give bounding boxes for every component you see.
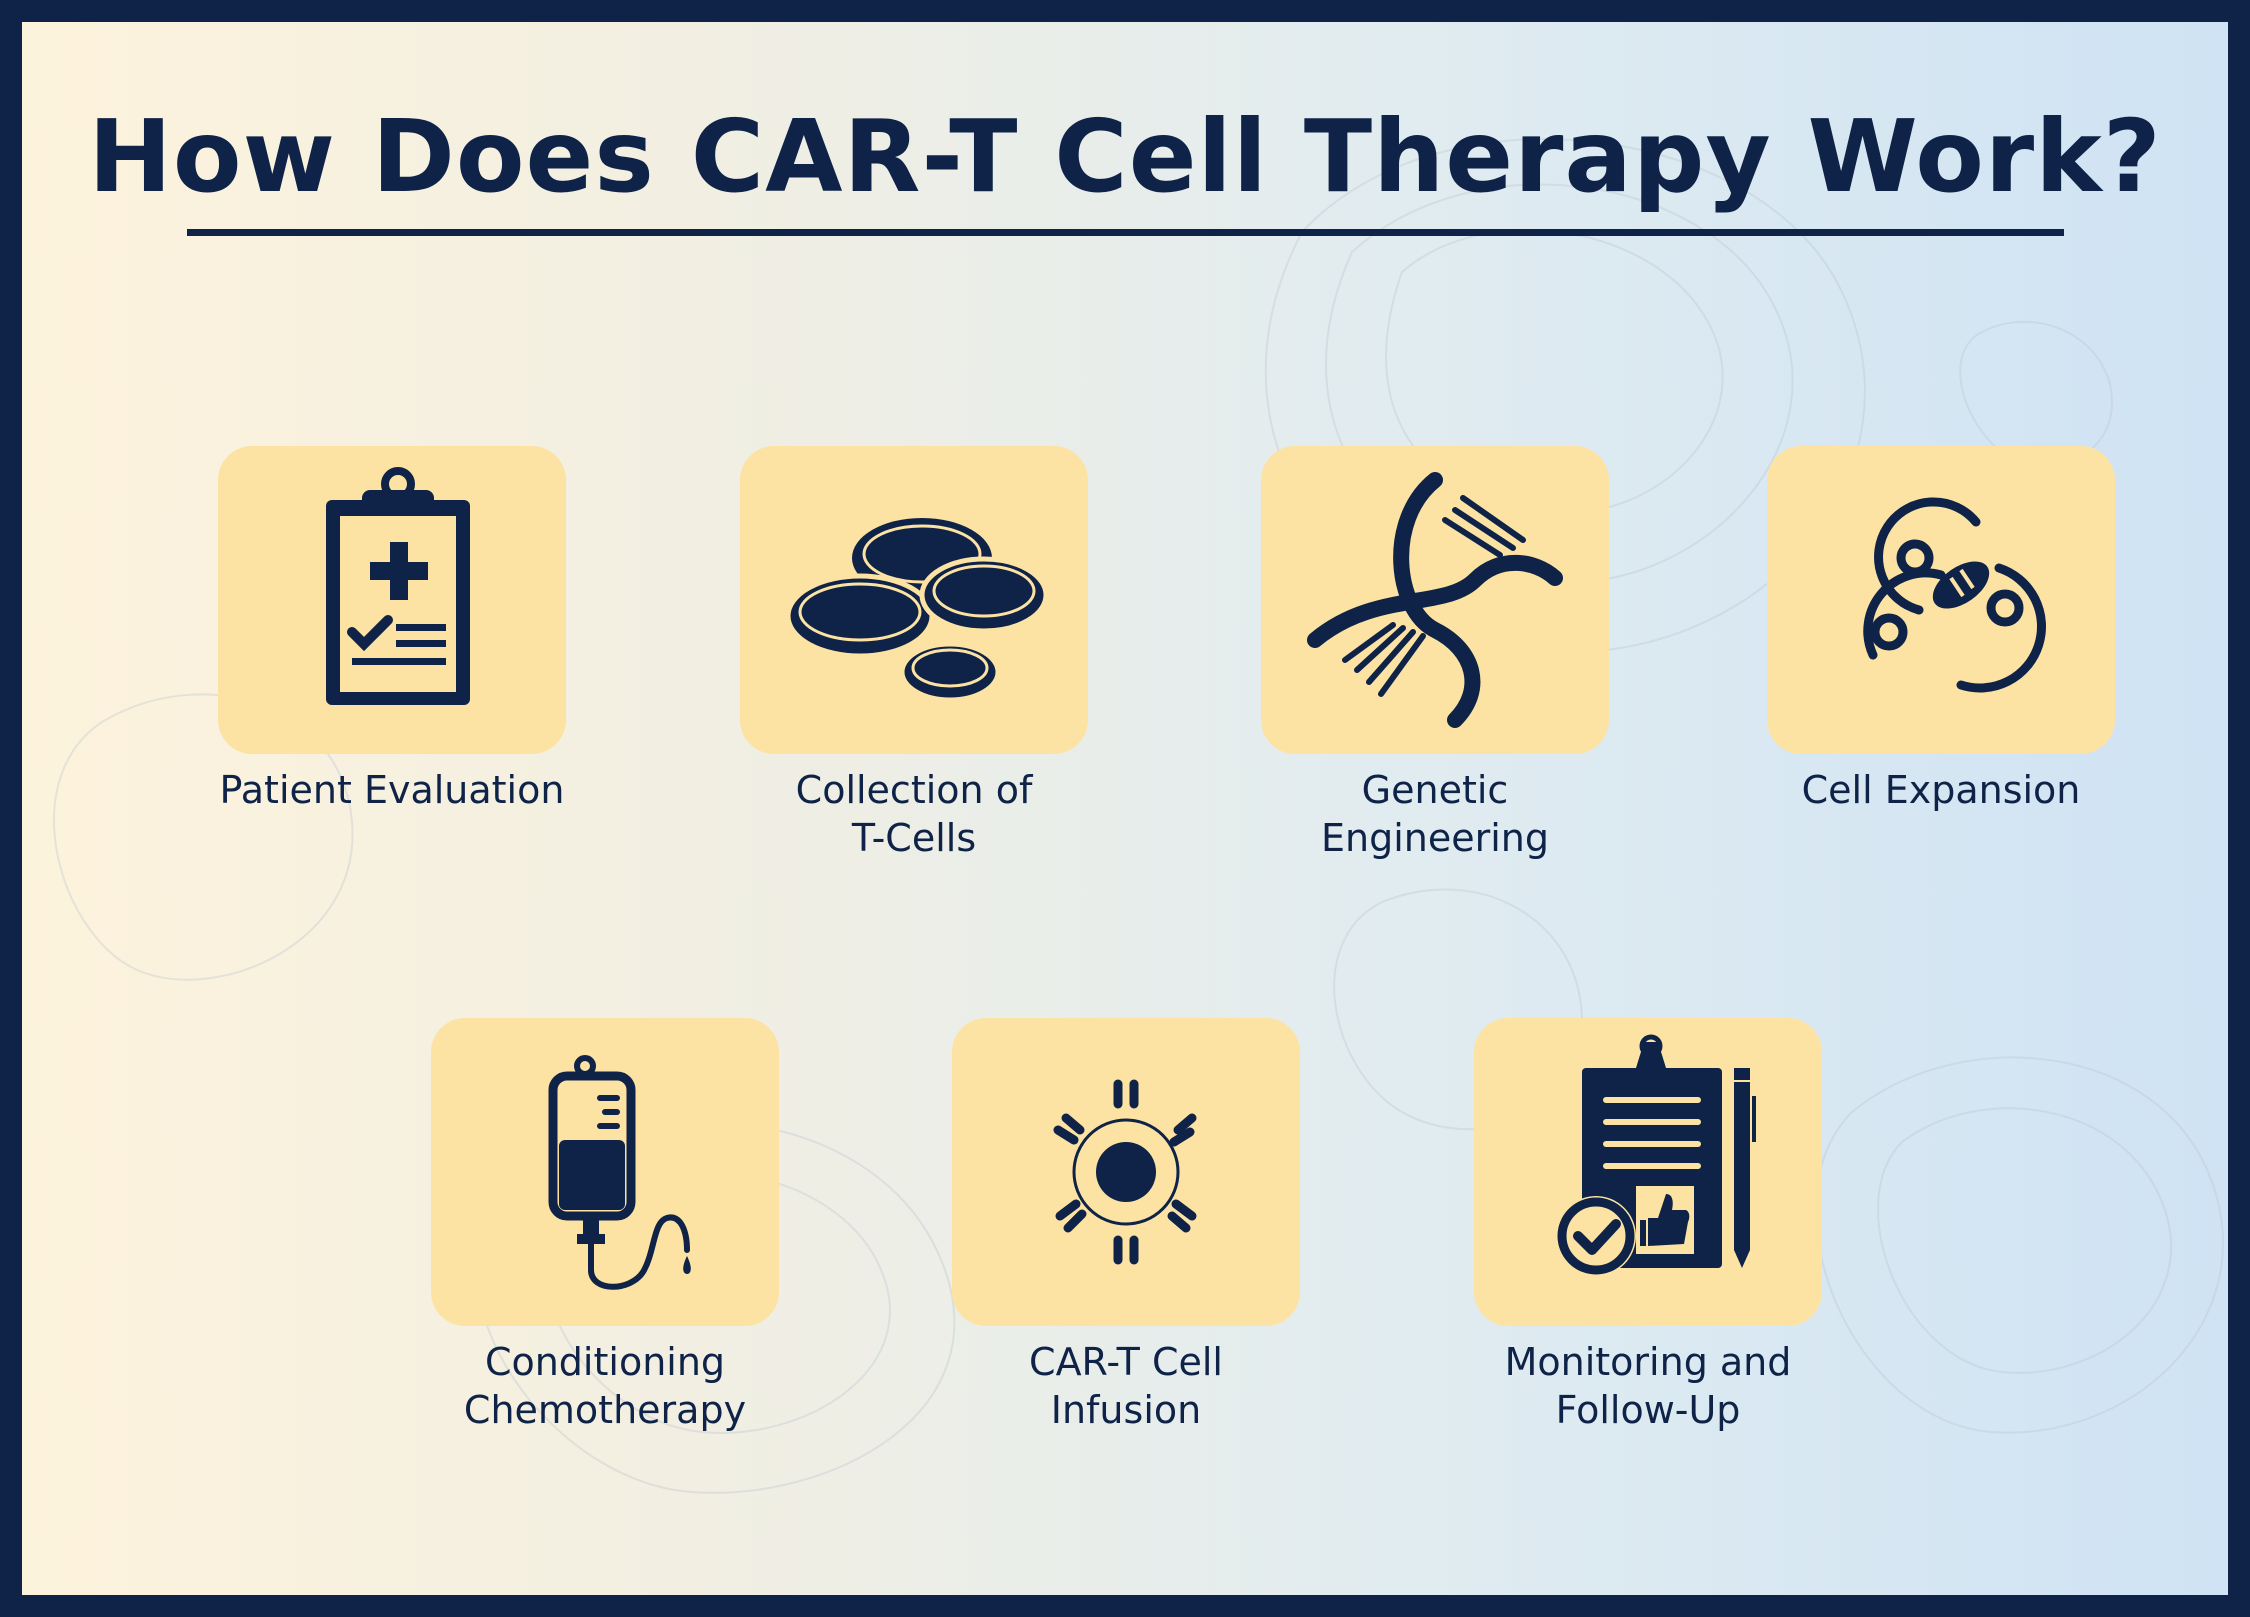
step-tile	[1474, 1018, 1822, 1326]
step-label: Conditioning Chemotherapy	[395, 1338, 815, 1434]
step-label-line: Chemotherapy	[463, 1388, 747, 1432]
iv-bag-icon	[548, 1055, 691, 1290]
step-label: Collection of T-Cells	[704, 766, 1124, 862]
step-label-line: Infusion	[1050, 1388, 1202, 1432]
step-label-line: Genetic	[1361, 768, 1509, 812]
step-label-line: Conditioning	[484, 1340, 726, 1384]
step-tile	[1261, 446, 1609, 754]
checklist-approval-icon	[1556, 1034, 1756, 1276]
page-title: How Does CAR-T Cell Therapy Work?	[88, 98, 2162, 215]
dividing-cells-icon	[1863, 497, 2047, 693]
step-tile	[218, 446, 566, 754]
step-label: Patient Evaluation	[182, 766, 602, 814]
step-label-line: Engineering	[1321, 816, 1549, 860]
step-label: Genetic Engineering	[1225, 766, 1645, 862]
step-tile	[952, 1018, 1300, 1326]
step-tile	[431, 1018, 779, 1326]
step-tile	[740, 446, 1088, 754]
step-label-line: T-Cells	[851, 816, 977, 860]
step-label-line: Cell Expansion	[1801, 768, 2081, 812]
step-label-line: Patient Evaluation	[219, 768, 565, 812]
blood-cells-icon	[785, 518, 1049, 703]
step-label-line: Collection of	[795, 768, 1033, 812]
step-tile	[1767, 446, 2115, 754]
title-underline	[187, 229, 2064, 236]
radiating-cell-icon	[1053, 1079, 1197, 1265]
step-label-line: Follow-Up	[1555, 1388, 1741, 1432]
step-label-line: CAR-T Cell	[1029, 1340, 1223, 1384]
step-label: CAR-T Cell Infusion	[916, 1338, 1336, 1434]
step-label: Cell Expansion	[1731, 766, 2151, 814]
infographic-frame: How Does CAR-T Cell Therapy Work? Patien…	[22, 22, 2228, 1595]
step-label-line: Monitoring and	[1504, 1340, 1792, 1384]
dna-helix-icon	[1307, 472, 1563, 728]
clipboard-medical-icon	[326, 467, 470, 705]
step-label: Monitoring and Follow-Up	[1438, 1338, 1858, 1434]
